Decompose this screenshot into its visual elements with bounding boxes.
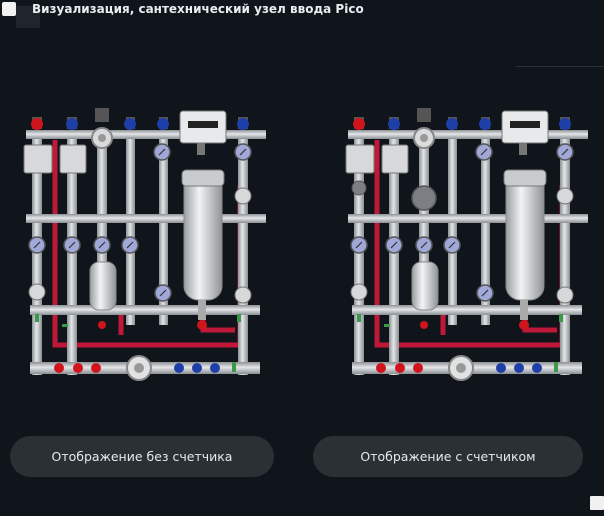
show-with-meter-button[interactable]: Отображение с счетчиком xyxy=(313,436,583,477)
display-unit xyxy=(179,110,227,155)
pressure-reducer xyxy=(413,108,435,149)
controller-box-1 xyxy=(345,144,375,174)
bottom-manifold xyxy=(376,355,542,381)
green-connectors xyxy=(35,314,241,372)
corner-widget[interactable] xyxy=(590,496,604,510)
small-tank xyxy=(89,261,117,329)
top-valves xyxy=(353,117,571,130)
top-valves xyxy=(31,117,249,130)
green-connectors xyxy=(357,314,563,372)
filter-tank xyxy=(503,169,547,330)
show-without-meter-button[interactable]: Отображение без счетчика xyxy=(10,436,274,477)
pressure-reducer xyxy=(91,108,113,149)
bottom-manifold xyxy=(54,355,220,381)
display-unit xyxy=(501,110,549,155)
plumbing-diagram-without-meter xyxy=(23,108,266,381)
water-meter xyxy=(351,180,437,211)
plumbing-diagram-with-meter xyxy=(345,108,588,381)
top-divider xyxy=(516,66,604,67)
page-title: Визуализация, сантехнический узел ввода … xyxy=(32,2,364,16)
controller-box-2 xyxy=(381,144,409,174)
app-icon xyxy=(2,2,16,16)
controller-box-1 xyxy=(23,144,53,174)
small-tank xyxy=(411,261,439,329)
filter-tank xyxy=(181,169,225,330)
app-icon-shadow xyxy=(16,6,40,28)
pressure-gauges xyxy=(28,143,252,302)
controller-box-2 xyxy=(59,144,87,174)
